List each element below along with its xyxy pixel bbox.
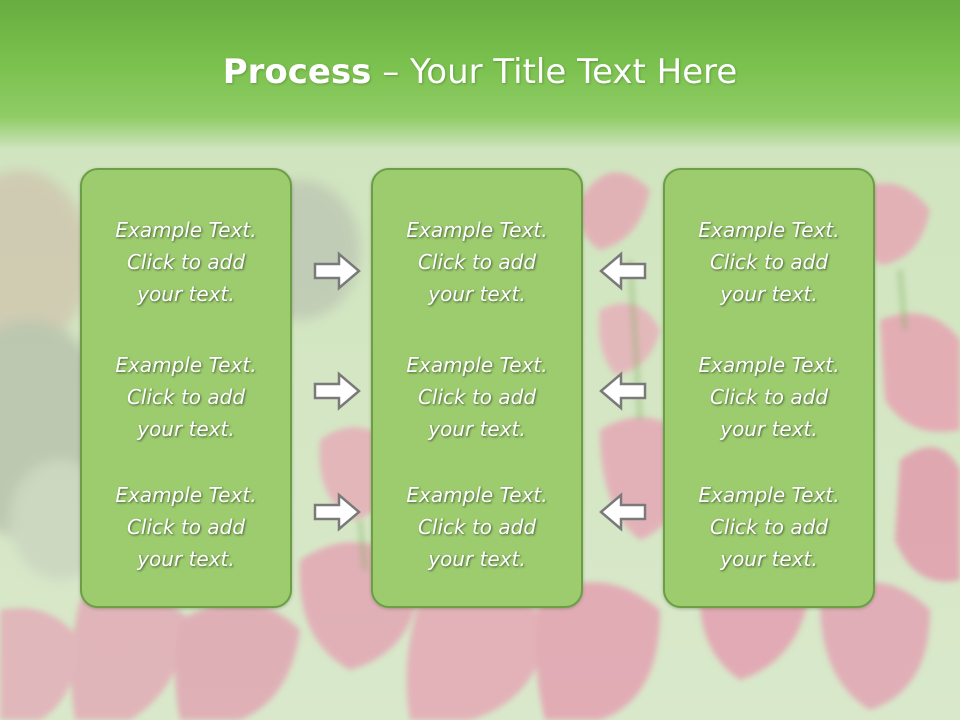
text-line: Example Text. — [115, 218, 257, 242]
text-block[interactable]: Example Text. Click to add your text. — [82, 214, 290, 310]
text-line: Click to add — [126, 385, 246, 409]
text-line: Click to add — [709, 385, 829, 409]
text-block[interactable]: Example Text. Click to add your text. — [373, 479, 581, 575]
text-line: your text. — [137, 547, 235, 571]
process-box-left[interactable]: Example Text. Click to add your text. Ex… — [80, 168, 292, 608]
right-arrow-icon[interactable] — [313, 492, 363, 532]
text-line: your text. — [720, 547, 818, 571]
text-block[interactable]: Example Text. Click to add your text. — [665, 214, 873, 310]
right-arrow-icon[interactable] — [313, 251, 363, 291]
text-line: Click to add — [709, 515, 829, 539]
text-line: your text. — [720, 282, 818, 306]
text-block[interactable]: Example Text. Click to add your text. — [665, 349, 873, 445]
text-line: your text. — [428, 282, 526, 306]
title-bold-text: Process — [222, 52, 372, 92]
text-line: Click to add — [417, 385, 537, 409]
text-line: Example Text. — [698, 218, 840, 242]
title-banner — [0, 0, 960, 150]
text-line: Example Text. — [406, 483, 548, 507]
left-arrow-icon[interactable] — [597, 371, 647, 411]
process-box-right[interactable]: Example Text. Click to add your text. Ex… — [663, 168, 875, 608]
text-block[interactable]: Example Text. Click to add your text. — [373, 214, 581, 310]
text-line: Example Text. — [406, 353, 548, 377]
text-line: your text. — [137, 417, 235, 441]
text-line: Click to add — [126, 250, 246, 274]
text-line: Example Text. — [115, 483, 257, 507]
text-block[interactable]: Example Text. Click to add your text. — [665, 479, 873, 575]
text-line: Click to add — [709, 250, 829, 274]
text-line: Example Text. — [698, 353, 840, 377]
text-block[interactable]: Example Text. Click to add your text. — [82, 479, 290, 575]
text-line: your text. — [720, 417, 818, 441]
text-line: Click to add — [126, 515, 246, 539]
title-rest-text: – Your Title Text Here — [371, 52, 738, 92]
text-line: Example Text. — [115, 353, 257, 377]
slide-title[interactable]: Process – Your Title Text Here — [0, 52, 960, 92]
text-line: Click to add — [417, 250, 537, 274]
text-line: your text. — [428, 547, 526, 571]
text-block[interactable]: Example Text. Click to add your text. — [82, 349, 290, 445]
right-arrow-icon[interactable] — [313, 371, 363, 411]
text-line: Click to add — [417, 515, 537, 539]
left-arrow-icon[interactable] — [597, 251, 647, 291]
process-box-center[interactable]: Example Text. Click to add your text. Ex… — [371, 168, 583, 608]
text-line: your text. — [428, 417, 526, 441]
text-block[interactable]: Example Text. Click to add your text. — [373, 349, 581, 445]
text-line: Example Text. — [406, 218, 548, 242]
text-line: Example Text. — [698, 483, 840, 507]
text-line: your text. — [137, 282, 235, 306]
left-arrow-icon[interactable] — [597, 492, 647, 532]
